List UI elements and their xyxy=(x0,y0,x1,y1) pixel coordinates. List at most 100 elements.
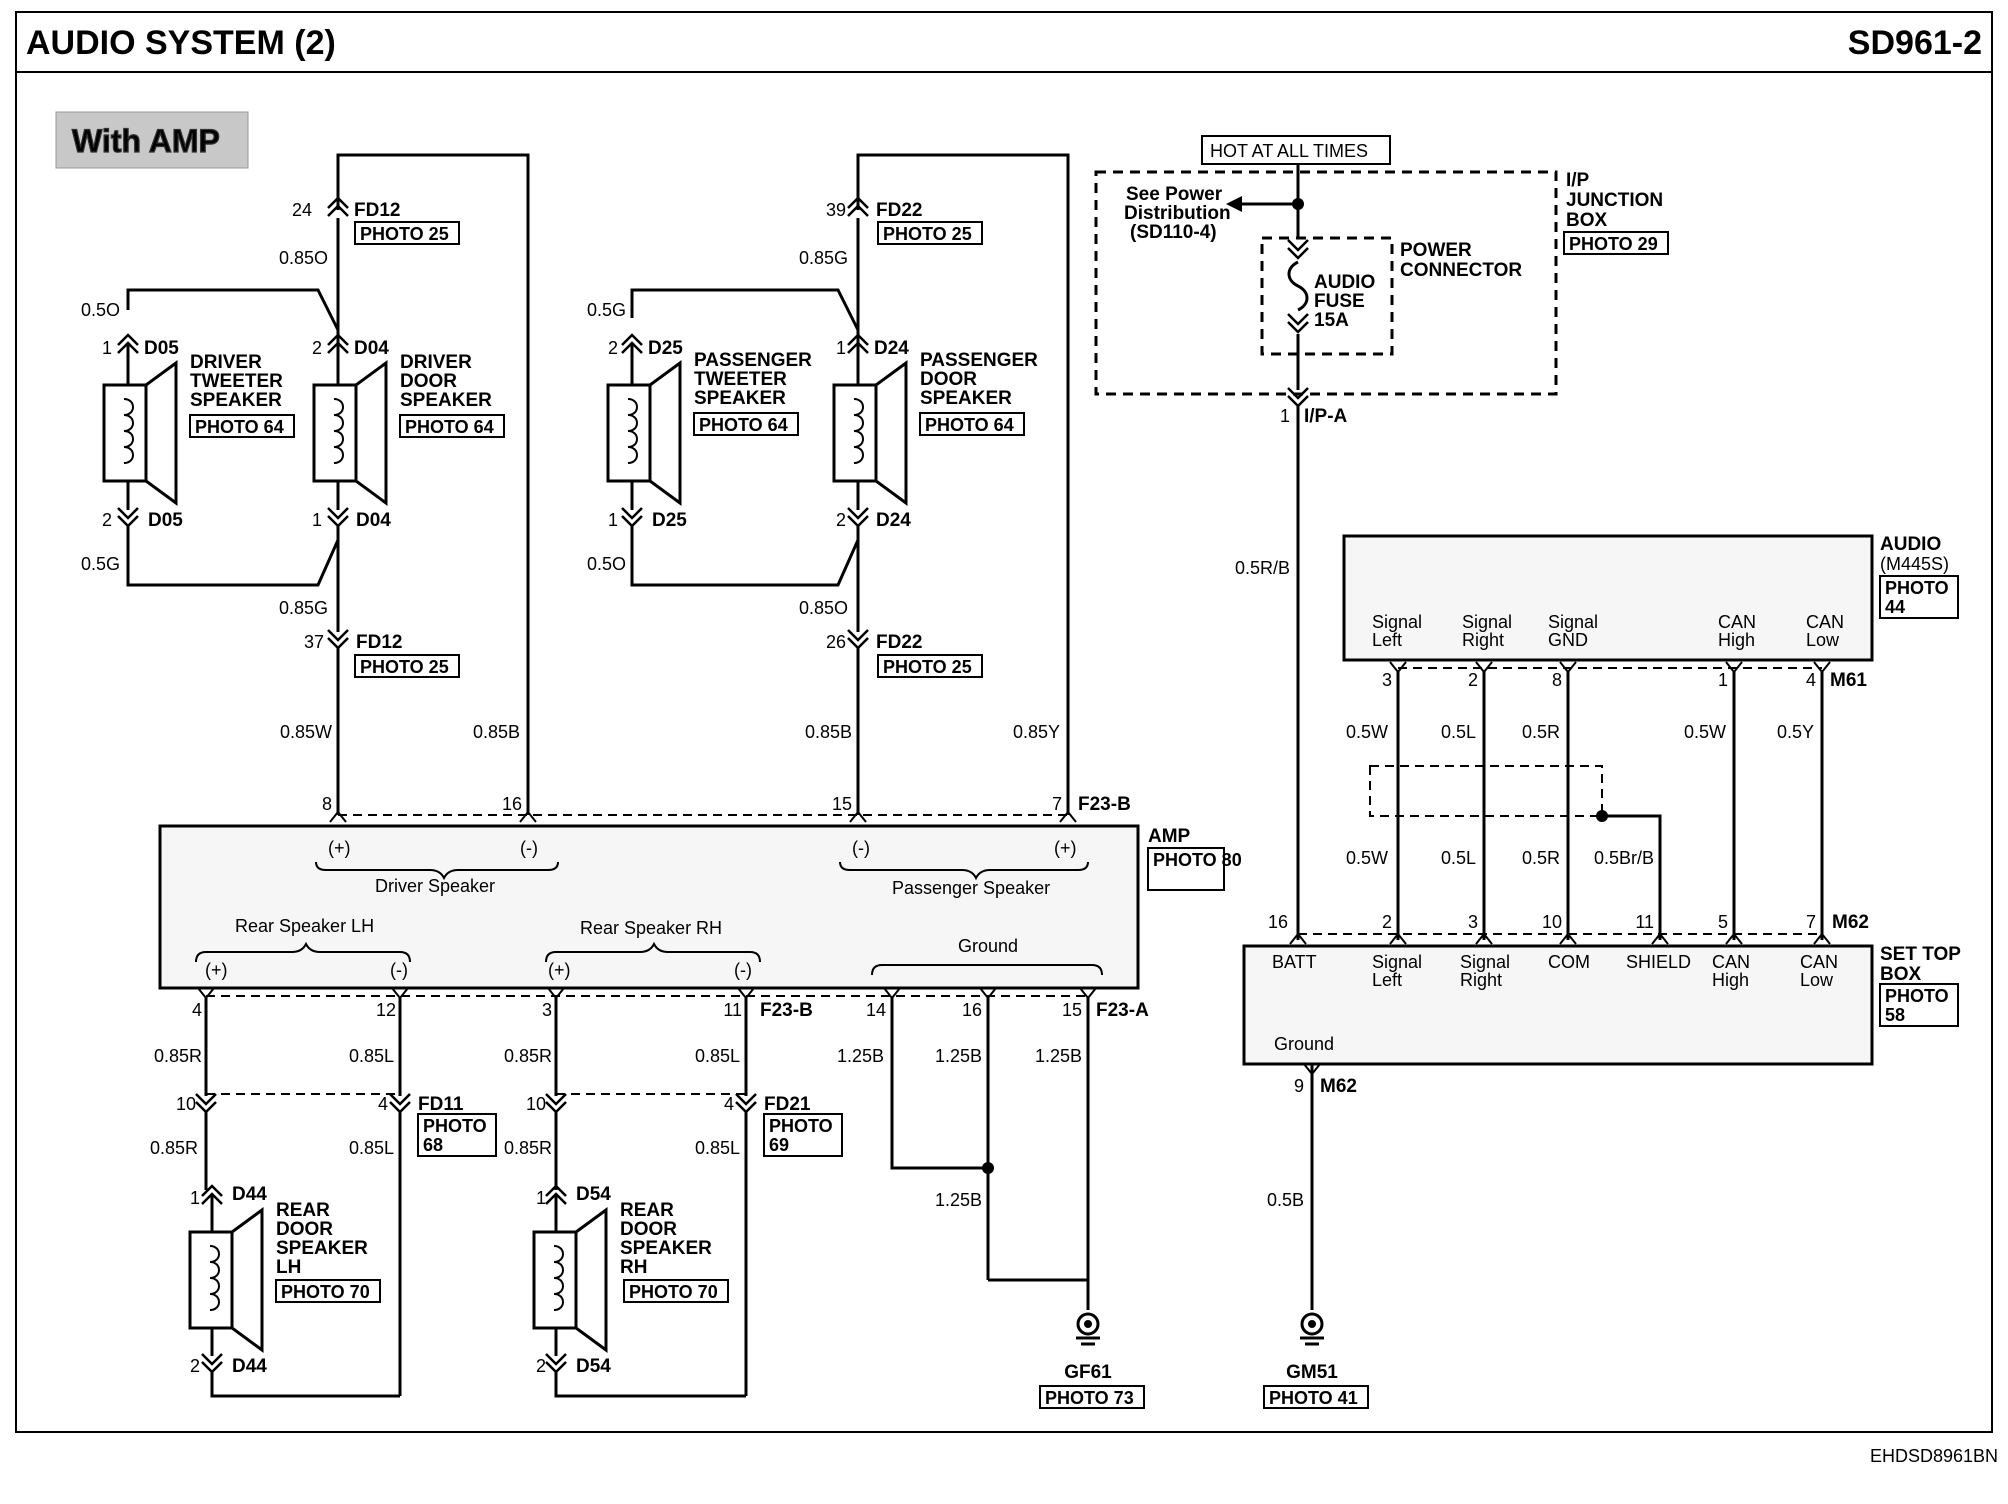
footer-code: EHDSD8961BN xyxy=(1870,1446,1998,1466)
fd12-top-pin: 24 xyxy=(292,200,312,220)
rrh-bot-conn: D54 xyxy=(576,1356,611,1377)
hot-at-all-times: HOT AT ALL TIMES xyxy=(1210,141,1368,161)
f23b-top-connector: 8 16 15 7 F23-B xyxy=(322,794,1131,823)
stb-sra: Signal xyxy=(1460,952,1510,972)
amp-driver-label: Driver Speaker xyxy=(375,876,495,896)
audio-t5a: CAN xyxy=(1806,612,1844,632)
rrh-photo: PHOTO 70 xyxy=(629,1282,718,1302)
fd22-top-name: FD22 xyxy=(876,200,922,221)
pds-photo: PHOTO 64 xyxy=(925,415,1014,435)
audio-photo-2: 44 xyxy=(1885,597,1905,617)
amp-pass-label: Passenger Speaker xyxy=(892,878,1050,898)
fd21-photo-2: 69 xyxy=(769,1135,789,1155)
dtw-bot-conn: D05 xyxy=(148,510,183,531)
pds-top-pin: 1 xyxy=(836,338,846,358)
gnd-wire-a: 1.25B xyxy=(837,1046,884,1066)
gf61-photo: PHOTO 73 xyxy=(1045,1388,1134,1408)
see-power-1: See Power xyxy=(1126,184,1223,205)
dds-bot-conn: D04 xyxy=(356,510,391,531)
page-border xyxy=(15,11,1993,1433)
amp-name: AMP xyxy=(1148,826,1191,847)
dds-top-conn: D04 xyxy=(354,338,389,359)
mid-v1: 0.5W xyxy=(1346,848,1388,868)
dtw-bot-wire: 0.5G xyxy=(81,554,120,574)
dds-label-1: DRIVER xyxy=(400,352,472,373)
rlh-label-4: LH xyxy=(276,1257,301,1278)
audio-unit: AUDIO (M445S) PHOTO 44 Signal Left Signa… xyxy=(1342,534,1959,691)
ptw-top-conn: D25 xyxy=(648,338,683,359)
fuse-label-2: FUSE xyxy=(1314,291,1365,312)
gnd-wire-b: 1.25B xyxy=(935,1046,982,1066)
rrh-top-conn: D54 xyxy=(576,1184,611,1205)
stb-label-2: BOX xyxy=(1880,964,1922,985)
power-conn-2: CONNECTOR xyxy=(1400,260,1522,281)
fd12-top-name: FD12 xyxy=(354,200,400,221)
page-title: AUDIO SYSTEM (2) xyxy=(26,24,336,62)
fd22-bot-photo: PHOTO 25 xyxy=(883,657,972,677)
stb-clb: Low xyxy=(1800,970,1834,990)
f23b-top-name: F23-B xyxy=(1078,794,1131,815)
audio-conn: M61 xyxy=(1830,670,1867,691)
pds-label-2: DOOR xyxy=(920,369,977,390)
audio-photo-1: PHOTO xyxy=(1885,578,1949,598)
ipjb-label-1: I/P xyxy=(1566,170,1590,191)
audio-t3b: GND xyxy=(1548,630,1588,650)
mid-v2: 0.5L xyxy=(1441,848,1476,868)
drv-wire-2: 0.85B xyxy=(473,722,520,742)
fd12-bot-wire: 0.85G xyxy=(279,598,328,618)
set-top-box: 16 2 3 10 11 5 7 M62 BATT Signal Left Si… xyxy=(1242,912,1961,1409)
audio-t4b: High xyxy=(1718,630,1755,650)
ip-junction-box: HOT AT ALL TIMES I/P JUNCTION BOX PHOTO … xyxy=(1094,135,1669,940)
audio-t3a: Signal xyxy=(1548,612,1598,632)
rrh-label-3: SPEAKER xyxy=(620,1238,712,1259)
gnd-wire-d: 1.25B xyxy=(935,1190,982,1210)
amp-driver-plus: (+) xyxy=(328,838,351,858)
rrh-label-2: DOOR xyxy=(620,1219,677,1240)
rlh-wire-a: 0.85R xyxy=(154,1046,202,1066)
pds-label-3: SPEAKER xyxy=(920,388,1012,409)
rrh-wire-d: 0.85L xyxy=(695,1046,740,1066)
amp-driver-minus: (-) xyxy=(520,838,538,858)
rlh-top-pin: 1 xyxy=(190,1188,200,1208)
with-amp-label: With AMP xyxy=(72,123,220,159)
stb-cla: CAN xyxy=(1800,952,1838,972)
dtw-bot-pin: 2 xyxy=(102,510,112,530)
mid-wire-3: 0.5R xyxy=(1522,722,1560,742)
dtw-label-2: TWEETER xyxy=(190,371,283,392)
stb-sla: Signal xyxy=(1372,952,1422,972)
fd11-pin-4: 4 xyxy=(378,1094,388,1114)
stb-shield: SHIELD xyxy=(1626,952,1691,972)
audio-pin-8: 8 xyxy=(1552,670,1562,690)
power-conn-1: POWER xyxy=(1400,240,1472,261)
stb-pin-2: 2 xyxy=(1382,912,1392,932)
rlh-label-3: SPEAKER xyxy=(276,1238,368,1259)
amp-rear-rh-label: Rear Speaker RH xyxy=(580,918,722,938)
with-amp-badge xyxy=(55,111,249,169)
dds-label-2: DOOR xyxy=(400,371,457,392)
audio-label-1: AUDIO xyxy=(1880,534,1941,555)
amp-pass-plus: (+) xyxy=(1054,838,1077,858)
fd21-name: FD21 xyxy=(764,1094,811,1115)
fd11-photo-1: PHOTO xyxy=(423,1116,487,1136)
rlh-bot-conn: D44 xyxy=(232,1356,267,1377)
gm51-name: GM51 xyxy=(1286,1362,1338,1383)
dds-top-pin: 2 xyxy=(312,338,322,358)
ptw-top-wire: 0.5G xyxy=(587,300,626,320)
stb-pin-7: 7 xyxy=(1806,912,1816,932)
ipjb-photo: PHOTO 29 xyxy=(1569,234,1658,254)
rlh-label-1: REAR xyxy=(276,1200,330,1221)
f23a-pin-14: 14 xyxy=(866,1000,886,1020)
rrh-bot-pin: 2 xyxy=(536,1356,546,1376)
rrh-top-pin: 1 xyxy=(536,1188,546,1208)
audio-label-2: (M445S) xyxy=(1880,554,1949,574)
stb-cha: CAN xyxy=(1712,952,1750,972)
rrh-label-4: RH xyxy=(620,1257,647,1278)
dds-bot-pin: 1 xyxy=(312,510,322,530)
ipa-pin: 1 xyxy=(1280,406,1290,426)
rlh-wire-a2: 0.85R xyxy=(150,1138,198,1158)
amp-ground-label: Ground xyxy=(958,936,1018,956)
stb-srb: Right xyxy=(1460,970,1502,990)
fd22-top-photo: PHOTO 25 xyxy=(883,224,972,244)
f23-bottom-connectors: 4 12 3 11 F23-B 14 16 15 F23-A xyxy=(192,987,1149,1021)
